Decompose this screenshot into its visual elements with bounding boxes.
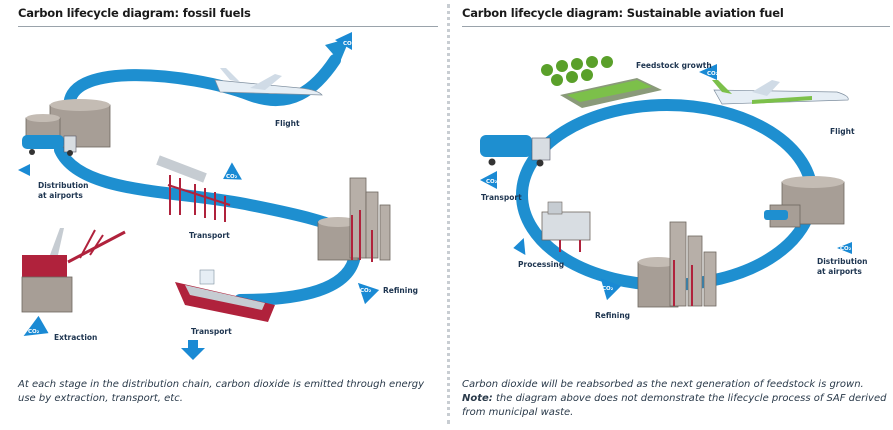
svg-text:CO₂: CO₂ (486, 179, 498, 185)
co2-arrow-distribution (18, 164, 30, 176)
co2-arrow-flight: CO₂ (335, 32, 355, 50)
label-transport-pipeline: Transport (189, 231, 230, 240)
storage-tanks-icon (764, 176, 845, 228)
label-processing: Processing (518, 260, 564, 269)
saf-lifecycle-diagram: CO₂ CO₂ CO₂ CO₂ (480, 56, 867, 320)
fuel-truck-icon (22, 135, 77, 156)
airplane-icon (712, 80, 849, 105)
label-flight: Flight (275, 119, 300, 128)
svg-text:CO₂: CO₂ (360, 288, 372, 294)
co2-arrow-ship (181, 340, 205, 360)
co2-arrow-extraction: CO₂ (23, 315, 49, 336)
fossil-lifecycle-diagram: CO₂ CO₂ CO₂ CO₂ (18, 32, 418, 360)
label-distribution-2: at airports (38, 191, 83, 200)
label-feedstock: Feedstock growth (636, 61, 712, 70)
fuel-truck-icon (480, 135, 551, 167)
svg-text:CO₂: CO₂ (343, 41, 355, 47)
refinery-icon (317, 177, 391, 262)
fossil-title-rule (18, 26, 438, 27)
saf-caption-line: Carbon dioxide will be reabsorbed as the… (462, 379, 864, 390)
fossil-flow-path (54, 54, 361, 306)
panel-divider (447, 4, 450, 424)
feedstock-field-icon (541, 56, 662, 108)
svg-text:CO₂: CO₂ (226, 174, 238, 180)
co2-arrow-processing (513, 237, 526, 256)
svg-text:CO₂: CO₂ (602, 286, 614, 292)
saf-title: Carbon lifecycle diagram: Sustainable av… (462, 6, 784, 20)
co2-arrow-refining: CO₂ (600, 278, 622, 301)
fossil-fuels-title: Carbon lifecycle diagram: fossil fuels (18, 6, 251, 20)
label-refining: Refining (383, 286, 418, 295)
svg-text:CO₂: CO₂ (707, 71, 719, 77)
fossil-fuels-panel: Carbon lifecycle diagram: fossil fuels C… (0, 0, 444, 430)
saf-note-label: Note: (462, 393, 493, 404)
svg-text:CO₂: CO₂ (28, 329, 40, 335)
airplane-icon (214, 68, 323, 96)
co2-arrow-refining: CO₂ (357, 282, 380, 305)
oil-platform-icon (21, 228, 126, 313)
saf-caption: Carbon dioxide will be reabsorbed as the… (462, 378, 890, 420)
label-distribution-2: at airports (817, 267, 862, 276)
co2-arrow-flight: CO₂ (699, 64, 719, 80)
label-transport: Transport (481, 193, 522, 202)
co2-arrow-pipeline: CO₂ (223, 162, 242, 180)
fossil-caption: At each stage in the distribution chain,… (18, 379, 425, 404)
label-flight: Flight (830, 127, 855, 136)
label-extraction: Extraction (54, 333, 97, 342)
svg-text:CO₂: CO₂ (840, 246, 852, 252)
saf-title-rule (462, 26, 890, 27)
tanker-ship-icon (175, 269, 275, 322)
label-distribution-1: Distribution (38, 181, 88, 190)
pipeline-icon (156, 155, 231, 222)
processing-machine-icon (541, 201, 591, 252)
saf-note-text: the diagram above does not demonstrate t… (462, 393, 887, 418)
co2-arrow-transport: CO₂ (480, 171, 498, 189)
label-transport-ship: Transport (191, 327, 232, 336)
refinery-icon (637, 221, 717, 308)
co2-arrow-distribution: CO₂ (837, 242, 852, 254)
label-refining: Refining (595, 311, 630, 320)
label-distribution-1: Distribution (817, 257, 867, 266)
saf-panel: Carbon lifecycle diagram: Sustainable av… (452, 0, 893, 430)
